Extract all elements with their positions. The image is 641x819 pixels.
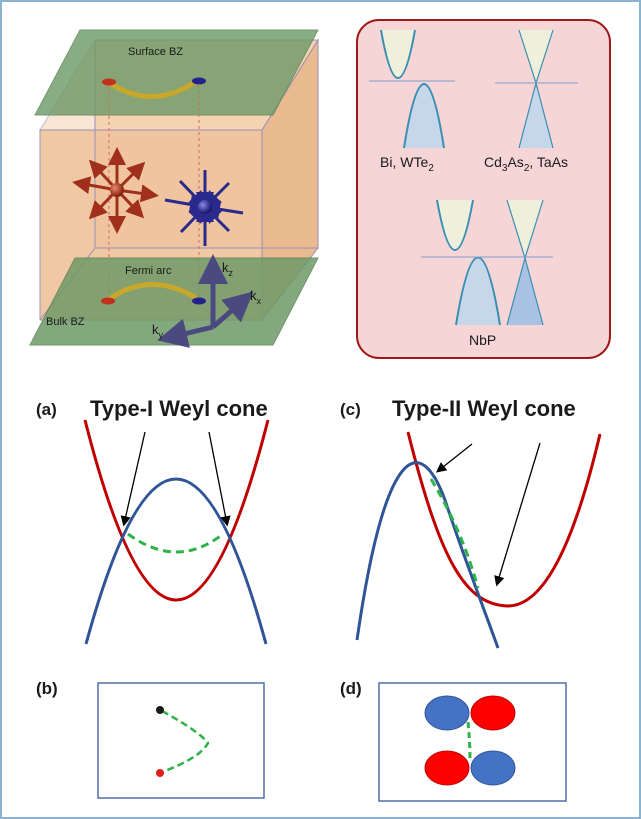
type-ii-arrow-top bbox=[435, 443, 473, 473]
panel-b-black-point bbox=[156, 706, 164, 714]
type-i-red-band bbox=[83, 419, 270, 602]
surface-fermi-arc bbox=[106, 77, 200, 99]
bulk-fermi-arc bbox=[106, 282, 198, 303]
kx-label: kx bbox=[250, 288, 262, 306]
material-label-nbp: NbP bbox=[469, 332, 496, 348]
kz-label: kz bbox=[222, 260, 234, 278]
panel-d-letter: (d) bbox=[340, 679, 362, 698]
electron-pocket-top-left bbox=[424, 695, 470, 731]
band-sketch-bi-wte2 bbox=[369, 29, 455, 149]
material-label-cd3as2-taas: Cd3As2, TaAs bbox=[484, 154, 568, 174]
type-ii-green-line bbox=[429, 478, 480, 589]
panel-d-green-link bbox=[466, 721, 472, 761]
type-ii-blue-band bbox=[355, 461, 500, 649]
bulk-bz-label: Bulk BZ bbox=[46, 316, 85, 328]
bulk-blue-point bbox=[192, 297, 206, 305]
panel-a-title: Type-I Weyl cone bbox=[90, 396, 268, 421]
red-weyl-node bbox=[72, 147, 159, 234]
blue-weyl-node bbox=[164, 170, 244, 246]
bulk-red-point bbox=[101, 297, 115, 305]
panel-b-green-arc bbox=[161, 709, 210, 774]
panel-b-red-point bbox=[156, 769, 164, 777]
panel-d-box bbox=[378, 682, 567, 802]
type-i-blue-band bbox=[84, 477, 268, 645]
panel-b-fermi-surface: (b) bbox=[36, 679, 265, 799]
panel-b-box bbox=[97, 682, 265, 799]
electron-pocket-bottom-right bbox=[470, 750, 516, 786]
type-ii-red-band bbox=[406, 431, 602, 608]
surface-bz-label: Surface BZ bbox=[128, 46, 183, 58]
type-i-green-arc bbox=[127, 532, 224, 554]
panel-c-type-ii-cone: (c) Type-II Weyl cone bbox=[340, 396, 602, 649]
surface-red-point bbox=[102, 78, 116, 86]
panel-c-letter: (c) bbox=[340, 400, 361, 419]
hole-pocket-bottom-left bbox=[424, 750, 470, 786]
panel-a-letter: (a) bbox=[36, 400, 57, 419]
band-sketch-cd3as2-taas bbox=[495, 29, 578, 149]
k-axes: kz kx ky bbox=[152, 254, 262, 348]
type-i-arrow-right bbox=[208, 431, 231, 527]
weyl-cube-illustration: Surface BZ bbox=[29, 29, 319, 348]
band-sketch-nbp bbox=[421, 199, 553, 326]
panel-c-title: Type-II Weyl cone bbox=[392, 396, 576, 421]
surface-blue-point bbox=[192, 77, 206, 85]
type-i-arrow-left bbox=[120, 431, 146, 527]
panel-d-fermi-pockets: (d) bbox=[340, 679, 567, 802]
materials-band-panel: Bi, WTe2 Cd3As2, TaAs NbP bbox=[356, 19, 611, 359]
bulk-bz-plane bbox=[29, 257, 319, 346]
panel-a-type-i-cone: (a) Type-I Weyl cone bbox=[36, 396, 270, 645]
surface-bz-plane bbox=[34, 29, 319, 116]
hole-pocket-top-right bbox=[470, 695, 516, 731]
type-ii-arrow-bottom bbox=[494, 442, 541, 587]
panel-b-letter: (b) bbox=[36, 679, 58, 698]
ky-label: ky bbox=[152, 322, 164, 340]
material-label-bi-wte2: Bi, WTe2 bbox=[380, 154, 434, 174]
fermi-arc-label: Fermi arc bbox=[125, 265, 172, 277]
